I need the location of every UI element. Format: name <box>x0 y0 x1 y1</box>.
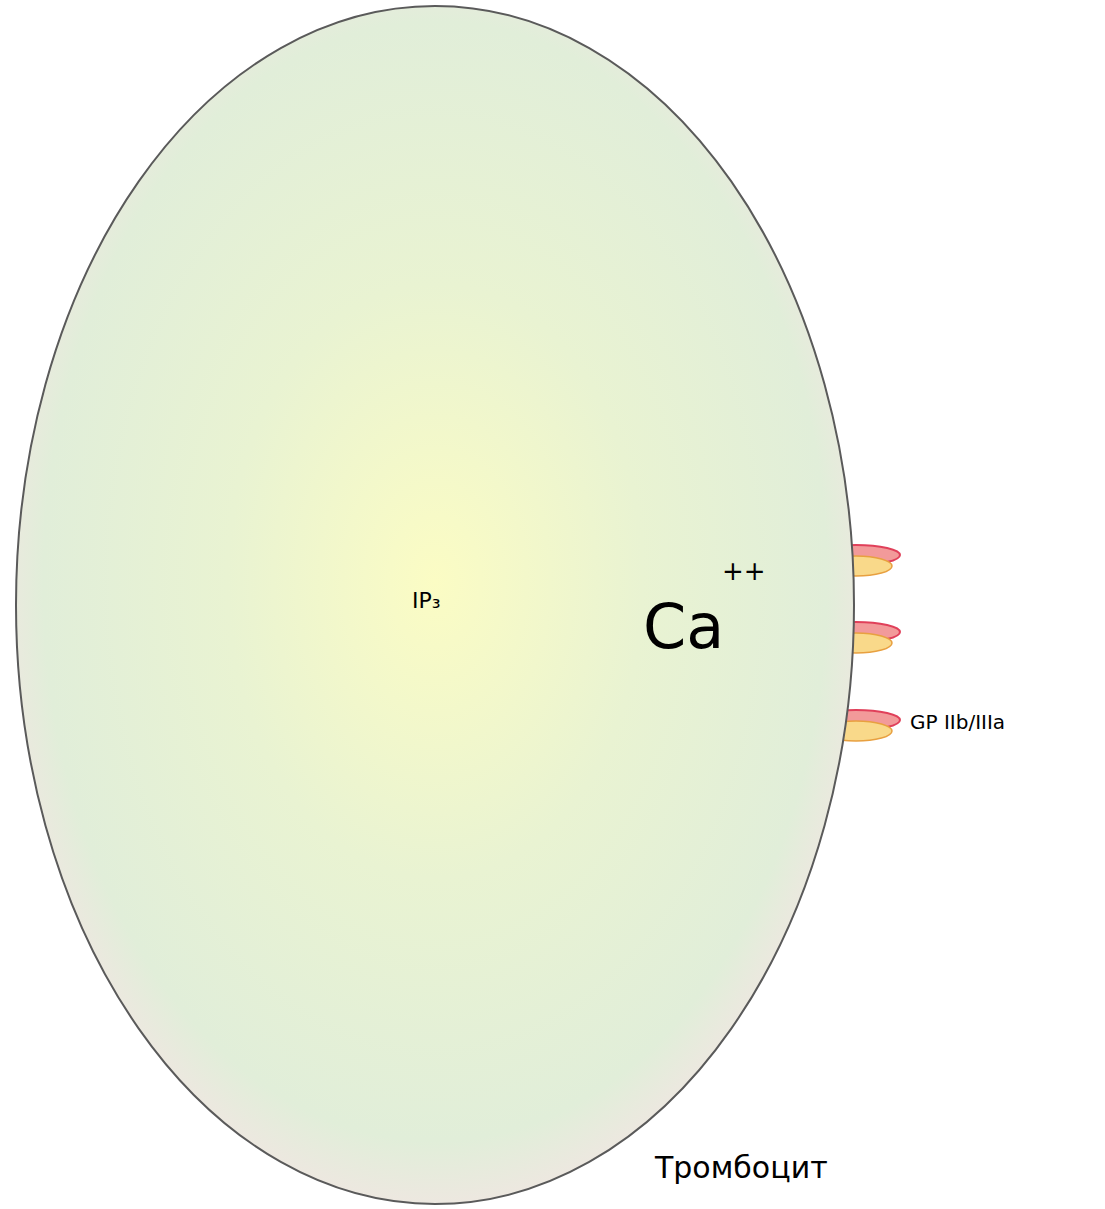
cell-label: Тромбоцит <box>655 1153 828 1183</box>
ion-charge: ++ <box>722 558 766 584</box>
molecule-label: IP₃ <box>412 590 441 612</box>
ion-label: Ca <box>643 596 724 658</box>
receptor-label: GP IIb/IIIa <box>910 712 1005 732</box>
